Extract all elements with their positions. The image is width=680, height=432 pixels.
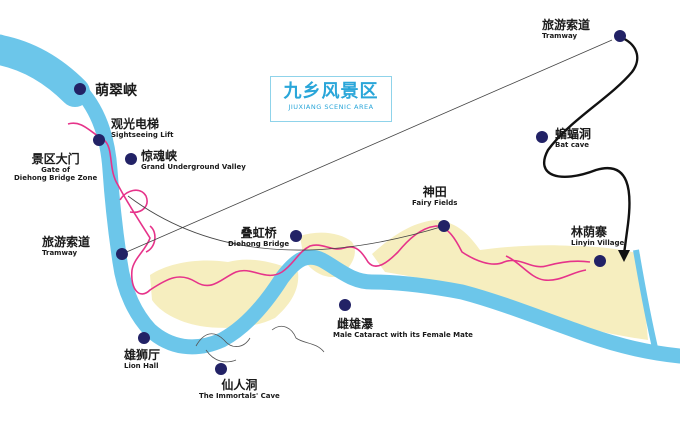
label-fairy-fields: 神田 Fairy Fields xyxy=(412,185,458,208)
label-grand-valley-en: Grand Underground Valley xyxy=(141,163,246,171)
label-lion-hall: 雄狮厅 Lion Hall xyxy=(124,348,161,371)
hiking-trail-east xyxy=(505,255,587,282)
label-male-cataract-cn: 雌雄瀑 xyxy=(337,317,374,331)
marker-tramway-left[interactable] xyxy=(116,248,128,260)
label-tramway-left-cn: 旅游索道 xyxy=(42,235,91,249)
label-diehong-bridge-en: Diehong Bridge xyxy=(228,240,290,248)
label-tramway-left: 旅游索道 Tramway xyxy=(42,235,91,258)
label-lion-hall-en: Lion Hall xyxy=(124,362,159,370)
river-east-branch xyxy=(633,249,659,353)
label-fairy-fields-cn: 神田 xyxy=(422,185,447,199)
map-title-chinese: 九乡风景区 xyxy=(283,81,379,102)
label-sightseeing-lift: 观光电梯 Sightseeing Lift xyxy=(111,117,174,140)
label-immortals-cave-cn: 仙人洞 xyxy=(221,378,258,392)
river xyxy=(0,34,680,364)
label-diehong-bridge-cn: 叠虹桥 xyxy=(240,226,277,240)
label-gate-cn: 景区大门 xyxy=(31,152,80,166)
cable-line-left-branch xyxy=(127,195,445,251)
marker-grand-valley[interactable] xyxy=(125,153,137,165)
cable-line xyxy=(121,39,613,255)
map-title-english: JIUXIANG SCENIC AREA xyxy=(288,103,374,111)
label-linyin-village-en: Linyin Village xyxy=(571,239,625,247)
label-pengcui-gorge-cn: 萌翠峡 xyxy=(95,83,137,99)
label-lion-hall-cn: 雄狮厅 xyxy=(124,348,161,362)
marker-sightseeing-lift[interactable] xyxy=(93,134,105,146)
label-male-cataract: 雌雄瀑 Male Cataract with its Female Mate xyxy=(333,317,473,340)
label-immortals-cave-en: The Immortals' Cave xyxy=(199,392,280,400)
marker-linyin-village[interactable] xyxy=(594,255,606,267)
marker-bat-cave[interactable] xyxy=(536,131,548,143)
label-tramway-left-en: Tramway xyxy=(42,249,78,257)
label-gate-en: Gate of xyxy=(41,166,71,174)
marker-diehong-bridge[interactable] xyxy=(290,230,302,242)
label-bat-cave: 蝙蝠洞 Bat cave xyxy=(555,127,592,150)
marker-immortals-cave[interactable] xyxy=(215,363,227,375)
tramway-arrowhead xyxy=(618,250,630,262)
land-area-east xyxy=(372,220,648,340)
label-grand-valley-cn: 惊魂峡 xyxy=(141,149,178,163)
label-pengcui-gorge: 萌翠峡 xyxy=(95,80,137,99)
hiking-trail-west xyxy=(67,122,591,295)
cave-trail xyxy=(195,325,325,363)
label-sightseeing-lift-cn: 观光电梯 xyxy=(111,117,160,131)
label-tramway-right-en: Tramway xyxy=(542,32,578,40)
label-bat-cave-en: Bat cave xyxy=(555,141,590,149)
label-linyin-village-cn: 林荫寨 xyxy=(571,225,608,239)
label-sightseeing-lift-en: Sightseeing Lift xyxy=(111,131,174,139)
marker-male-cataract[interactable] xyxy=(339,299,351,311)
label-immortals-cave: 仙人洞 The Immortals' Cave xyxy=(199,378,280,401)
marker-fairy-fields[interactable] xyxy=(438,220,450,232)
marker-tramway-right[interactable] xyxy=(614,30,626,42)
label-gate: 景区大门 Gate of Diehong Bridge Zone xyxy=(14,152,98,183)
label-gate-en-line2: Diehong Bridge Zone xyxy=(14,174,98,182)
river-upper xyxy=(0,35,90,107)
label-tramway-right: 旅游索道 Tramway xyxy=(542,18,591,41)
label-male-cataract-en: Male Cataract with its Female Mate xyxy=(333,331,473,339)
label-grand-valley: 惊魂峡 Grand Underground Valley xyxy=(141,149,246,172)
label-linyin-village: 林荫寨 Linyin Village xyxy=(571,225,625,248)
map-title: 九乡风景区 JIUXIANG SCENIC AREA xyxy=(270,76,392,122)
tramway-route xyxy=(542,34,639,255)
marker-lion-hall[interactable] xyxy=(138,332,150,344)
label-fairy-fields-en: Fairy Fields xyxy=(412,199,458,207)
location-markers xyxy=(74,30,626,375)
label-diehong-bridge: 叠虹桥 Diehong Bridge xyxy=(228,226,290,249)
marker-pengcui-gorge[interactable] xyxy=(74,83,86,95)
label-bat-cave-cn: 蝙蝠洞 xyxy=(555,127,592,141)
label-tramway-right-cn: 旅游索道 xyxy=(542,18,591,32)
